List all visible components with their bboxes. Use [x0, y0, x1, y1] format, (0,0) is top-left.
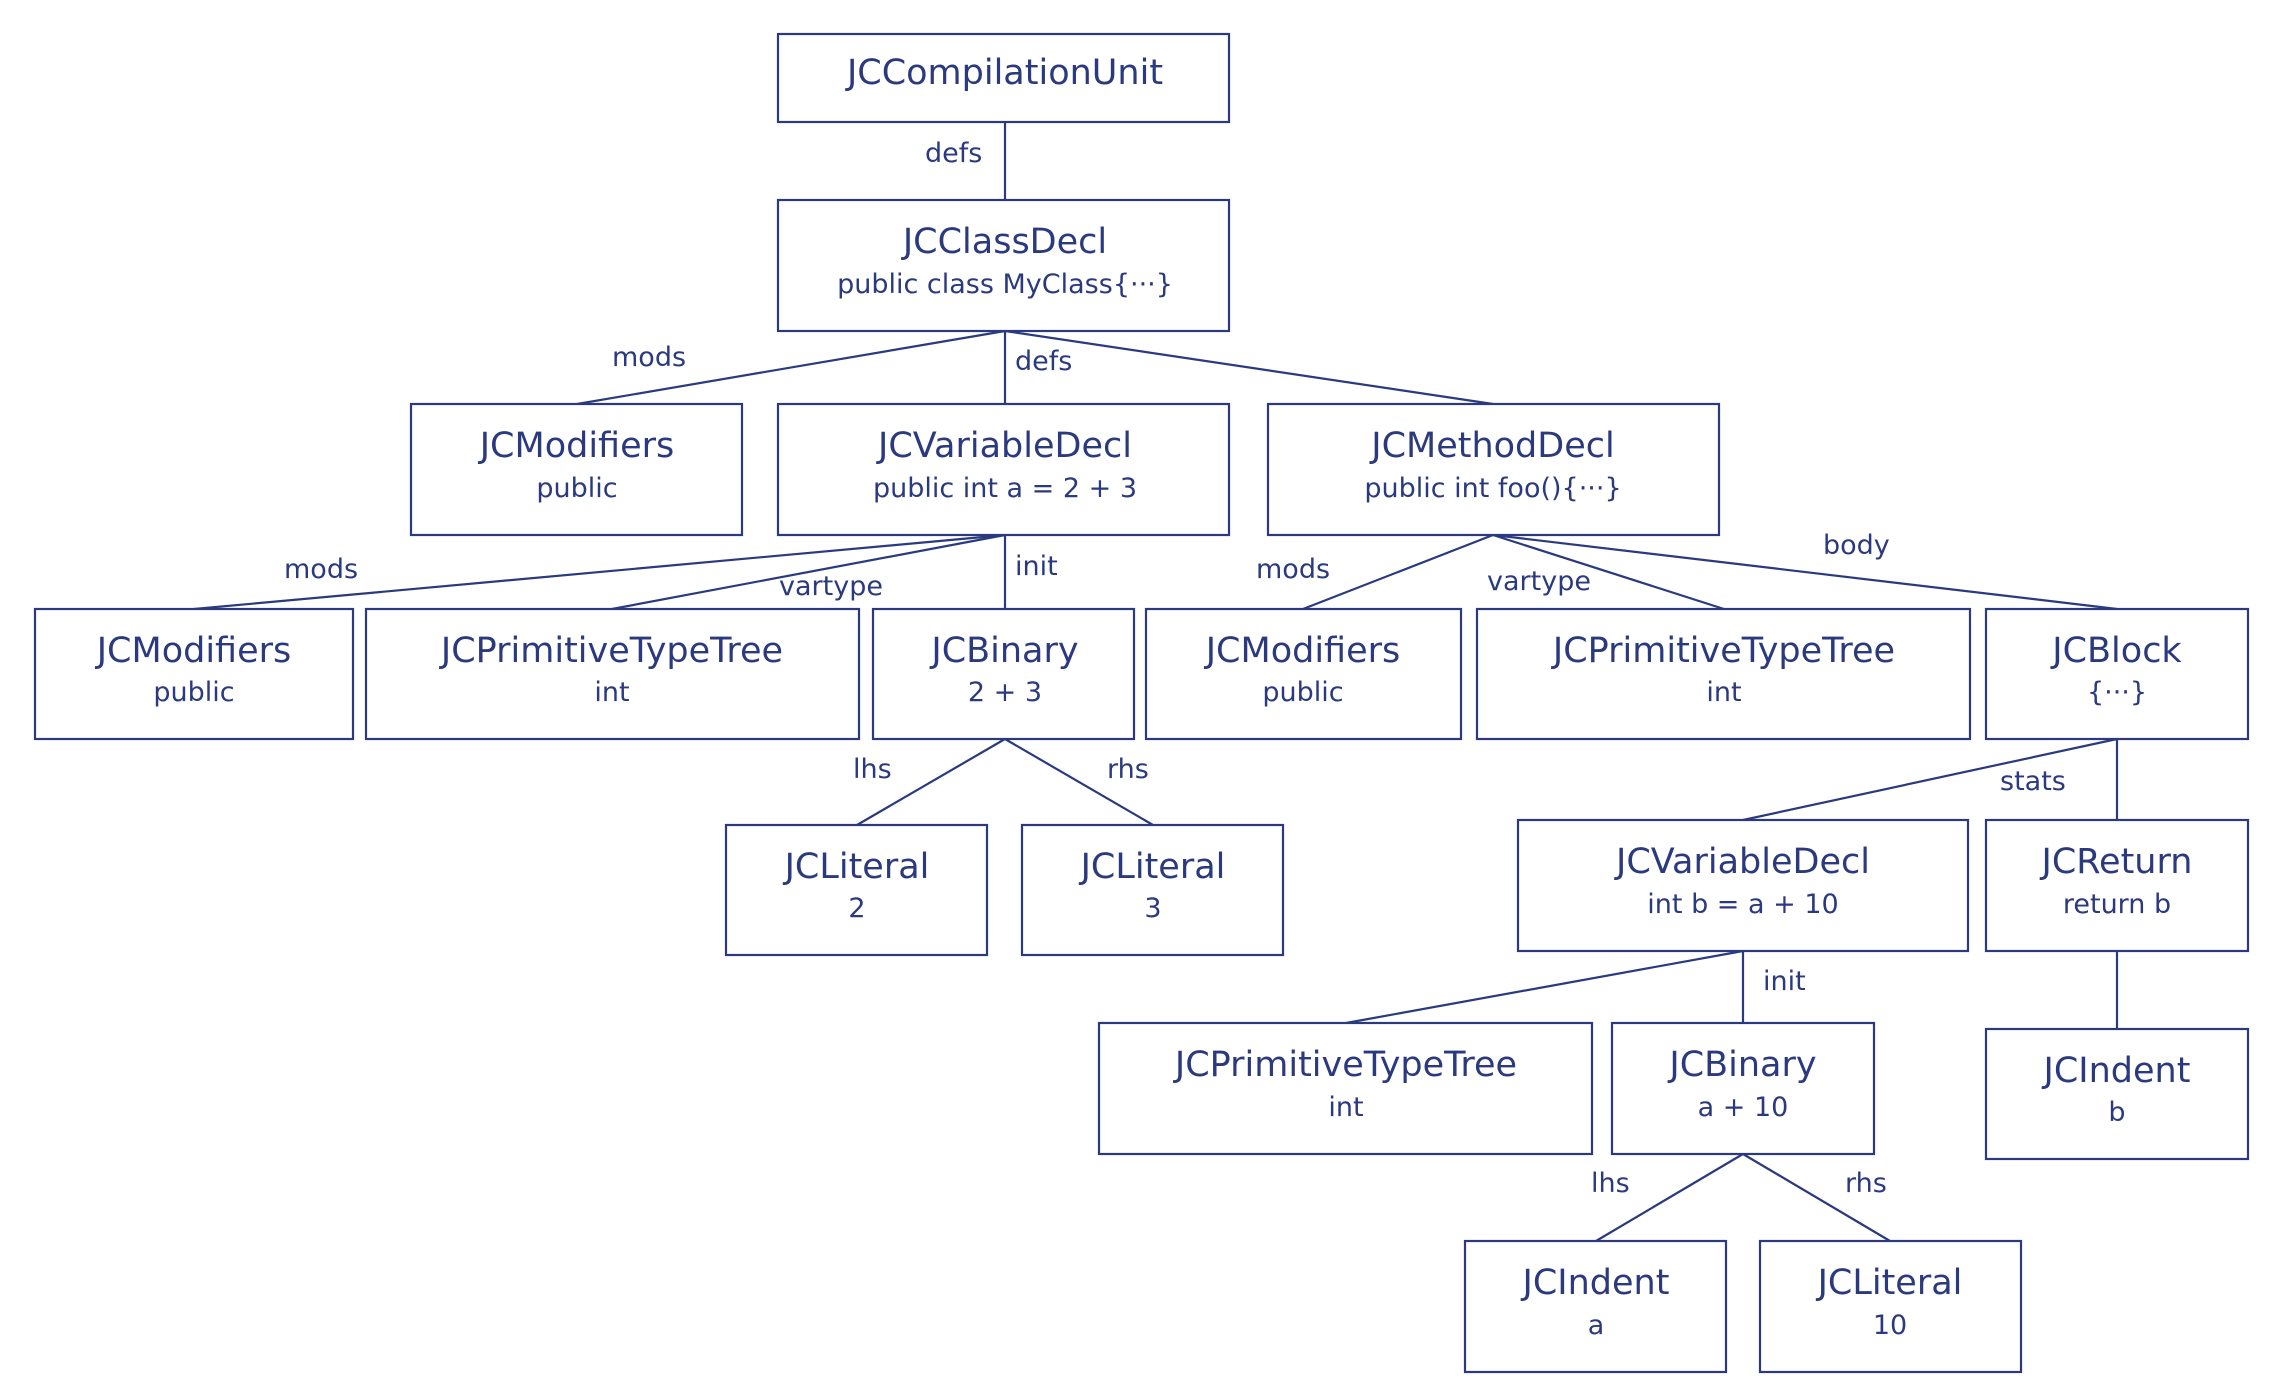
node-method-decl: JCMethodDecl public int foo(){···} — [1266, 402, 1721, 537]
edge-label-class-mods: mods — [612, 342, 686, 373]
node-subtitle: public class MyClass{···} — [837, 269, 1173, 300]
node-subtitle: b — [2108, 1097, 2125, 1128]
node-subtitle: 3 — [1144, 893, 1161, 924]
node-title: JCReturn — [2040, 842, 2193, 882]
edge-label-block-stats: stats — [2000, 766, 2066, 797]
edge-field-modifiers — [193, 533, 1006, 611]
node-subtitle: public int foo(){···} — [1364, 473, 1621, 504]
edge-label-class-defs: defs — [1015, 346, 1072, 377]
node-title: JCVariableDecl — [876, 426, 1132, 466]
node-method-modifiers: JCModifiers public — [1144, 607, 1463, 741]
node-subtitle: 10 — [1873, 1310, 1907, 1341]
node-title: JCCompilationUnit — [845, 53, 1163, 93]
node-title: JCModifiers — [1204, 631, 1401, 671]
node-subtitle: public — [536, 473, 617, 504]
node-field-modifiers: JCModifiers public — [33, 607, 355, 741]
node-subtitle: int — [1706, 677, 1741, 708]
node-subtitle: a + 10 — [1698, 1092, 1789, 1123]
node-field-init: JCBinary 2 + 3 — [871, 607, 1136, 741]
node-title: JCPrimitiveTypeTree — [1551, 631, 1895, 671]
node-subtitle: int b = a + 10 — [1647, 889, 1838, 920]
node-literal-3: JCLiteral 3 — [1020, 823, 1285, 957]
node-title: JCModifiers — [95, 631, 292, 671]
edge-classdecl-methoddecl — [1004, 329, 1494, 406]
edge-labels: defs mods defs mods vartype init mods va… — [284, 138, 2066, 1199]
edge-label-binary1-rhs: rhs — [1107, 754, 1149, 785]
node-title: JCVariableDecl — [1614, 842, 1870, 882]
node-field-decl: JCVariableDecl public int a = 2 + 3 — [776, 402, 1231, 537]
node-ident-a: JCIndent a — [1463, 1239, 1728, 1374]
edge-binary1-lhs — [856, 738, 1006, 826]
edges — [193, 122, 2119, 1242]
node-literal-10: JCLiteral 10 — [1758, 1239, 2023, 1374]
node-local-type: JCPrimitiveTypeTree int — [1097, 1021, 1594, 1156]
node-title: JCIndent — [1521, 1263, 1670, 1303]
node-subtitle: int — [594, 677, 629, 708]
node-subtitle: return b — [2063, 889, 2171, 920]
node-title: JCPrimitiveTypeTree — [439, 631, 783, 671]
edge-block-localdecl — [1742, 737, 2118, 822]
node-title: JCModifiers — [478, 426, 675, 466]
node-class-modifiers: JCModifiers public — [409, 402, 744, 537]
edge-label-root-defs: defs — [925, 138, 982, 169]
node-title: JCLiteral — [783, 847, 930, 887]
node-title: JCPrimitiveTypeTree — [1173, 1045, 1517, 1085]
edge-label-field-init: init — [1015, 551, 1058, 582]
edge-label-method-vartype: vartype — [1487, 566, 1591, 597]
edge-binary1-rhs — [1004, 738, 1154, 826]
edge-field-type — [611, 533, 1006, 611]
node-subtitle: int — [1328, 1092, 1363, 1123]
node-title: JCLiteral — [1079, 847, 1226, 887]
edge-label-field-vartype: vartype — [779, 571, 883, 602]
node-literal-2: JCLiteral 2 — [724, 823, 989, 957]
node-subtitle: public — [1262, 677, 1343, 708]
edge-label-binary1-lhs: lhs — [853, 754, 892, 785]
node-subtitle: 2 — [848, 893, 865, 924]
edge-label-binary2-lhs: lhs — [1591, 1168, 1630, 1199]
node-title: JCBinary — [1667, 1045, 1816, 1085]
node-subtitle: 2 + 3 — [968, 677, 1042, 708]
edge-label-method-body: body — [1823, 530, 1890, 561]
edge-method-body — [1492, 533, 2118, 611]
node-local-decl: JCVariableDecl int b = a + 10 — [1516, 818, 1970, 953]
edge-binary2-lhs — [1595, 1153, 1744, 1242]
node-compilation-unit: JCCompilationUnit — [776, 32, 1231, 124]
edge-label-field-mods: mods — [284, 554, 358, 585]
node-title: JCMethodDecl — [1369, 426, 1614, 466]
node-subtitle: {···} — [2087, 677, 2147, 708]
edge-classdecl-modifiers — [576, 329, 1006, 406]
node-method-body: JCBlock {···} — [1984, 607, 2250, 741]
node-title: JCIndent — [2042, 1051, 2191, 1091]
node-subtitle: public — [153, 677, 234, 708]
node-local-init: JCBinary a + 10 — [1610, 1021, 1876, 1156]
node-method-type: JCPrimitiveTypeTree int — [1475, 607, 1972, 741]
edge-method-modifiers — [1302, 533, 1494, 611]
node-field-type: JCPrimitiveTypeTree int — [364, 607, 861, 741]
edge-label-binary2-rhs: rhs — [1845, 1168, 1887, 1199]
node-title: JCLiteral — [1816, 1263, 1963, 1303]
node-ident-b: JCIndent b — [1984, 1027, 2250, 1161]
node-subtitle: public int a = 2 + 3 — [873, 473, 1137, 504]
node-class-decl: JCClassDecl public class MyClass{···} — [776, 198, 1231, 333]
edge-method-type — [1492, 533, 1725, 611]
node-title: JCBinary — [929, 631, 1078, 671]
edge-label-method-mods: mods — [1256, 554, 1330, 585]
node-title: JCClassDecl — [901, 222, 1107, 262]
edge-label-local-init: init — [1763, 966, 1806, 997]
node-title: JCBlock — [2050, 631, 2182, 671]
node-return-stmt: JCReturn return b — [1984, 818, 2250, 953]
edge-binary2-rhs — [1742, 1153, 1891, 1242]
edge-localdecl-type — [1345, 949, 1744, 1025]
node-subtitle: a — [1588, 1310, 1605, 1341]
